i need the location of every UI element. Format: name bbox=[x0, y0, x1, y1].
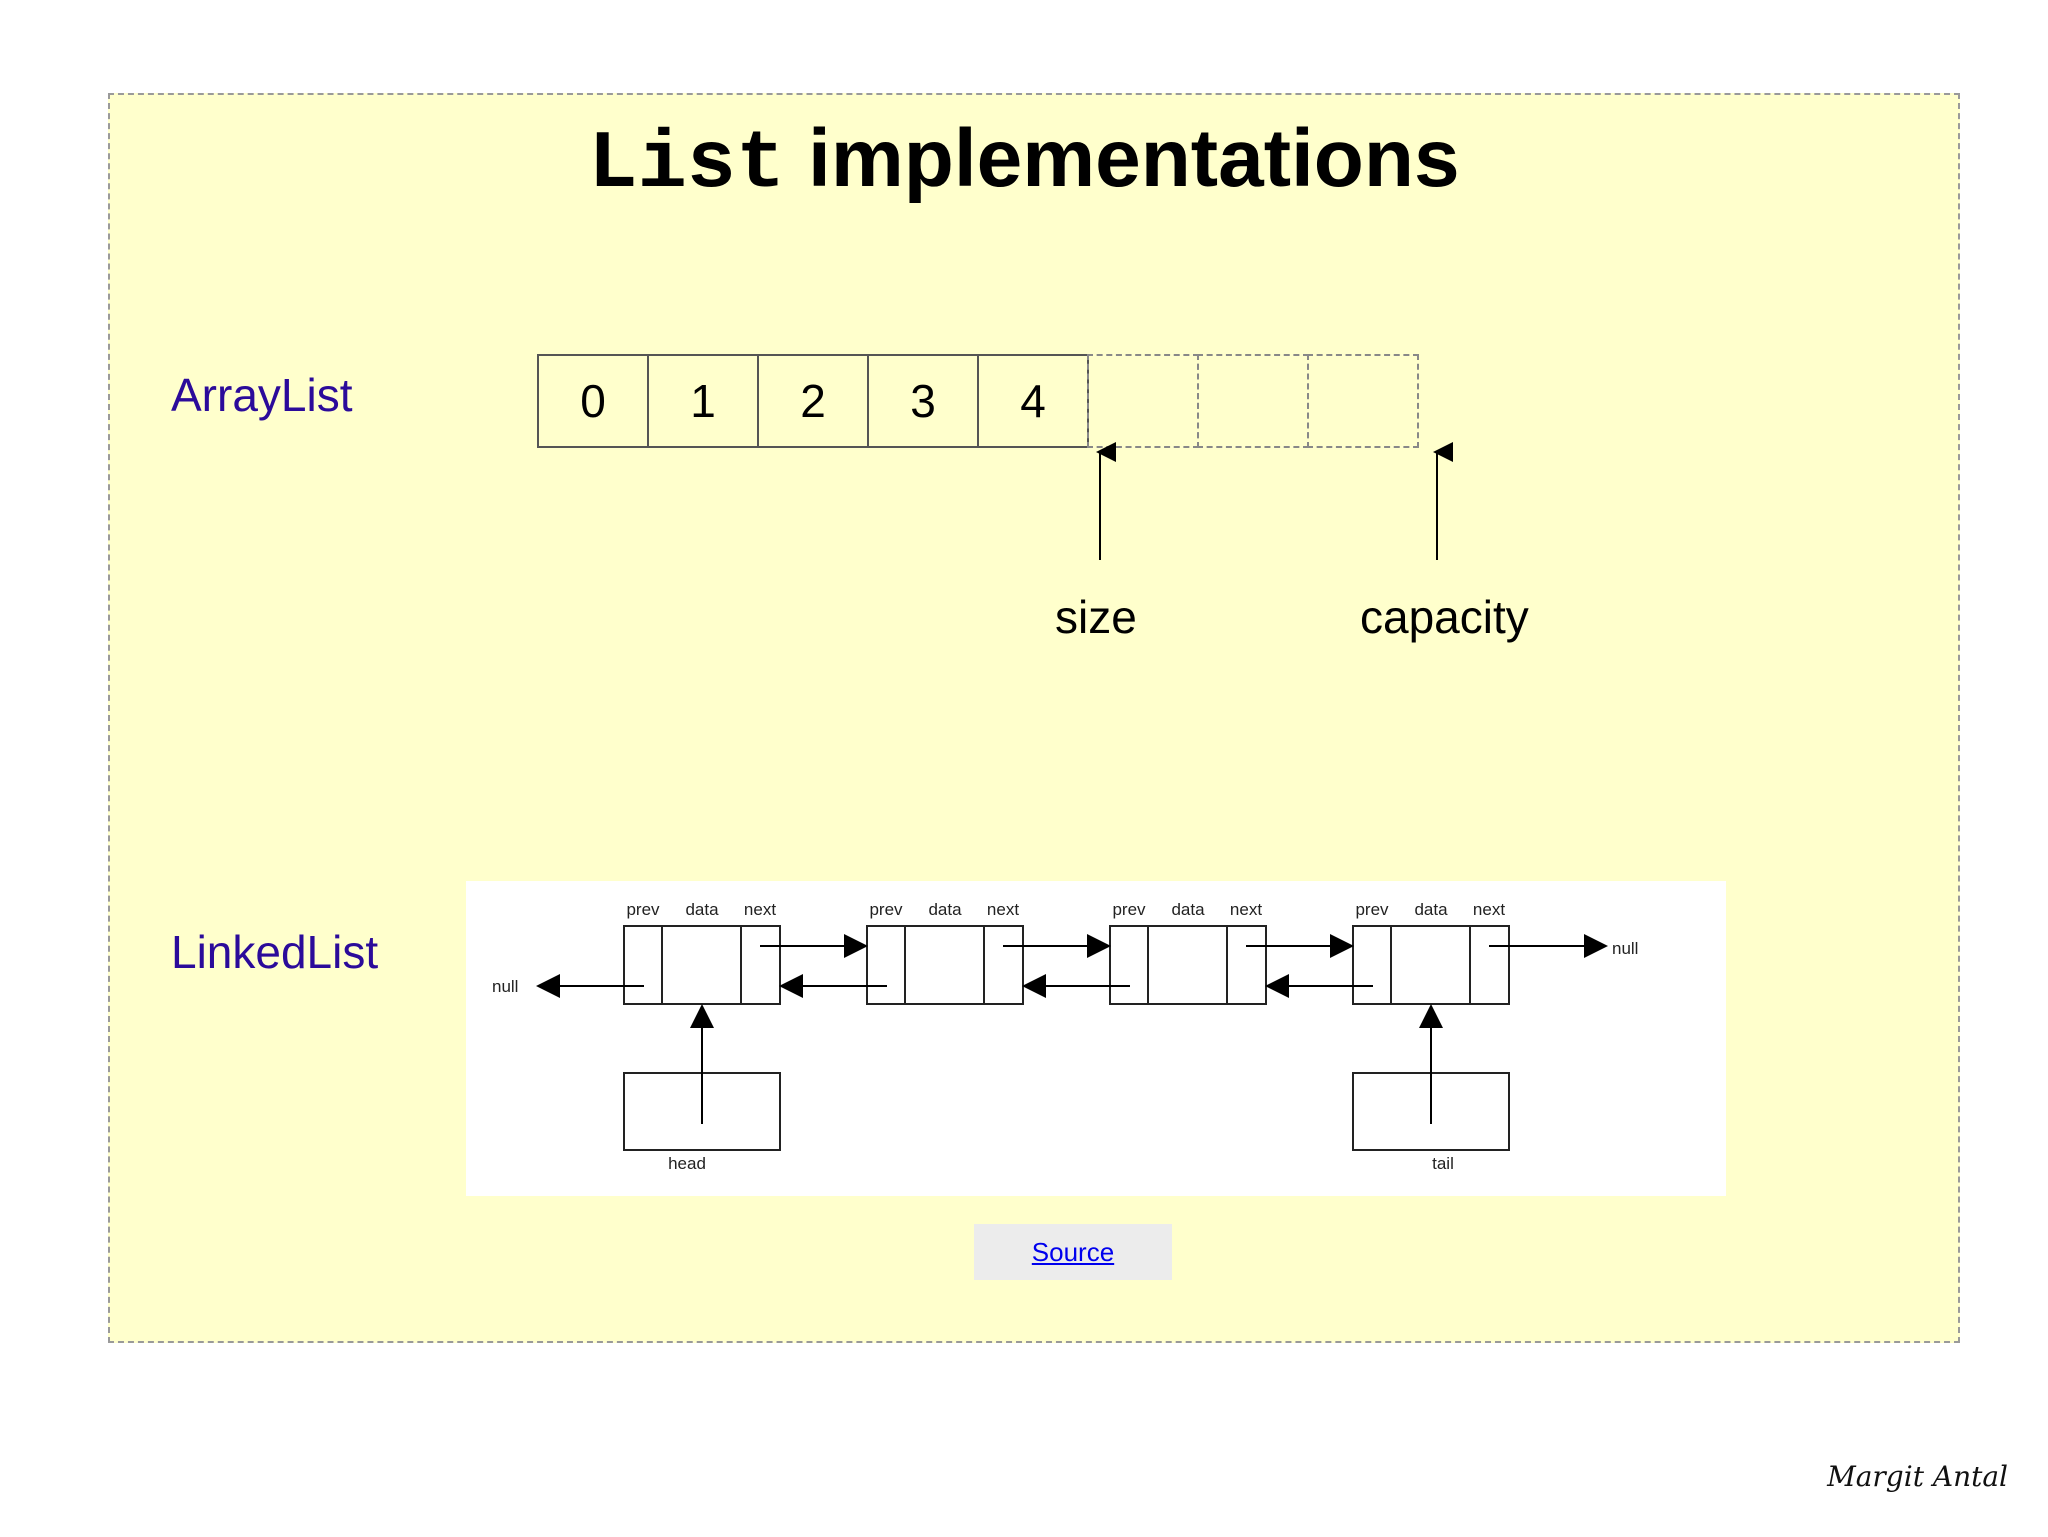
node-field-label: prev bbox=[1355, 900, 1389, 919]
linked-node: prev data next bbox=[623, 900, 781, 1005]
array-cell: 2 bbox=[757, 354, 869, 448]
node-box bbox=[1352, 925, 1510, 1005]
linked-node: prev data next bbox=[866, 900, 1024, 1005]
array-cell bbox=[1307, 354, 1419, 448]
title-code-part: List bbox=[588, 118, 786, 211]
author-signature: Margit Antal bbox=[1827, 1460, 2008, 1493]
node-field-label: data bbox=[1414, 900, 1448, 919]
node-field-label: next bbox=[1230, 900, 1262, 919]
node-field-label: prev bbox=[626, 900, 660, 919]
null-right-text: null bbox=[1612, 939, 1638, 958]
node-box bbox=[623, 925, 781, 1005]
source-box: Source bbox=[974, 1224, 1172, 1280]
node-field-label: next bbox=[1473, 900, 1505, 919]
title-text-part: implementations bbox=[808, 113, 1460, 204]
tail-text: tail bbox=[1432, 1154, 1454, 1173]
node-box bbox=[1109, 925, 1267, 1005]
node-field-label: data bbox=[685, 900, 719, 919]
head-text: head bbox=[668, 1154, 706, 1173]
node-field-label: prev bbox=[869, 900, 903, 919]
size-label: size bbox=[1055, 591, 1137, 643]
source-link[interactable]: Source bbox=[1031, 1236, 1115, 1267]
node-field-label: prev bbox=[1112, 900, 1146, 919]
arraylist-pointer-arrows bbox=[1096, 442, 1453, 560]
node-field-label: data bbox=[1171, 900, 1205, 919]
linked-node: prev data next bbox=[1109, 900, 1267, 1005]
capacity-label: capacity bbox=[1360, 591, 1529, 643]
node-field-label: data bbox=[928, 900, 962, 919]
node-field-label: next bbox=[744, 900, 776, 919]
null-left-text: null bbox=[492, 977, 518, 996]
page-title: List implementations bbox=[0, 112, 2048, 211]
node-box bbox=[866, 925, 1024, 1005]
arraylist-label: ArrayList bbox=[171, 369, 353, 421]
linked-node: prev data next bbox=[1352, 900, 1510, 1005]
node-field-label: next bbox=[987, 900, 1019, 919]
linkedlist-label: LinkedList bbox=[171, 926, 379, 978]
